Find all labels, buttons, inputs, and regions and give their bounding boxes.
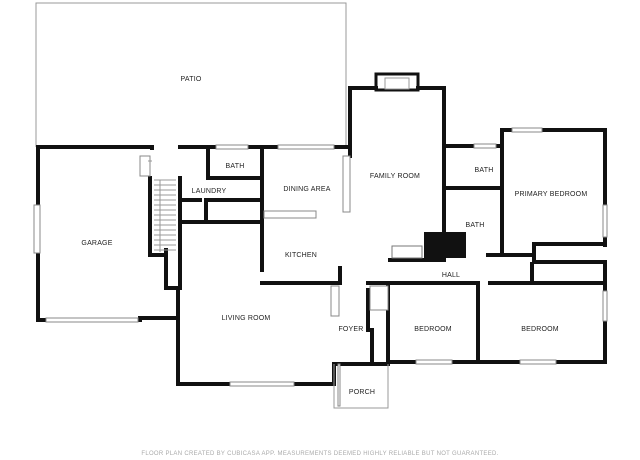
room-label-primary-bedroom: PRIMARY BEDROOM	[515, 191, 588, 198]
door-openings	[139, 155, 389, 407]
interior-walls	[148, 144, 607, 364]
room-label-bath-right: BATH	[475, 167, 494, 174]
porch-outline	[333, 364, 389, 409]
room-label-garage: GARAGE	[81, 240, 112, 247]
fireplace	[391, 232, 466, 259]
room-label-bedroom-2: BEDROOM	[521, 326, 559, 333]
room-label-dining-area: DINING AREA	[283, 186, 330, 193]
stairs	[154, 179, 176, 252]
room-label-foyer: FOYER	[338, 326, 363, 333]
windows	[33, 127, 608, 387]
room-label-bath-upper: BATH	[226, 163, 245, 170]
room-label-family-room: FAMILY ROOM	[370, 173, 420, 180]
room-label-bedroom-1: BEDROOM	[414, 326, 452, 333]
chimney	[374, 72, 420, 92]
room-label-patio: PATIO	[181, 76, 202, 83]
room-label-bath-mid: BATH	[466, 222, 485, 229]
footer-disclaimer: FLOOR PLAN CREATED BY CUBICASA APP. MEAS…	[141, 451, 498, 457]
room-label-porch: PORCH	[349, 389, 375, 396]
room-label-living-room: LIVING ROOM	[222, 315, 271, 322]
room-label-kitchen: KITCHEN	[285, 252, 317, 259]
room-label-hall: HALL	[442, 272, 460, 279]
patio-outline	[35, 2, 347, 147]
room-label-laundry: LAUNDRY	[192, 188, 227, 195]
